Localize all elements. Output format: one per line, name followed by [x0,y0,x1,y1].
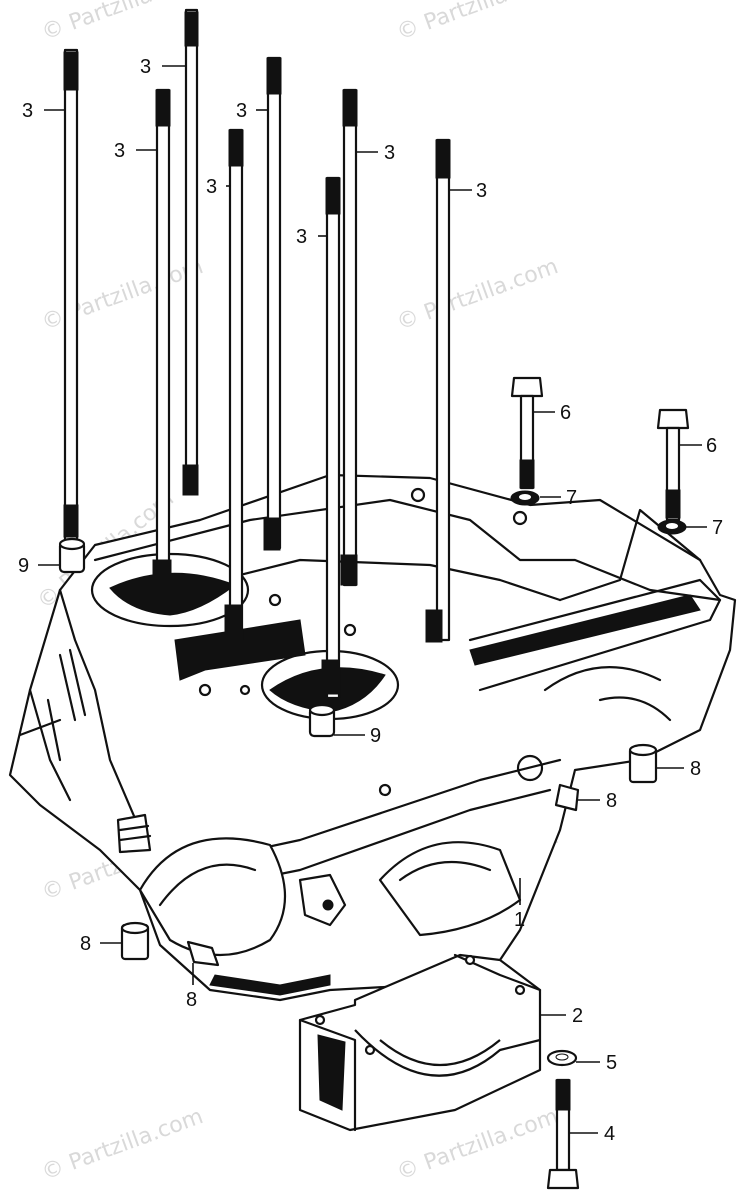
callout-stud: 3 [296,226,307,248]
watermark: © Partzilla.com [39,254,207,336]
stud [224,128,244,644]
callout-bearing-cap: 2 [572,1005,583,1027]
callout-stud: 3 [384,142,395,164]
dowel-right-loose [628,743,658,784]
washer-upper-right [657,519,687,535]
callouts: 3 3 3 3 3 3 3 3 9 9 6 6 7 7 8 8 1 8 8 2 … [18,56,723,1145]
callout-bolt-upper: 6 [560,402,571,424]
stud [152,88,172,593]
washer-upper-left [510,490,540,506]
bearing-cap [298,953,542,1132]
callout-ring-dowel: 9 [18,555,29,577]
stud [340,88,358,587]
stud [321,176,341,700]
callout-stud: 3 [140,56,151,78]
stud [263,56,282,551]
ring-dowel-right [308,703,336,738]
callout-dowel: 8 [186,989,197,1011]
callout-bolt-long: 4 [604,1123,615,1145]
leader-lines [38,65,707,1134]
callout-stud: 3 [114,140,125,162]
callout-stud: 3 [476,180,487,202]
callout-stud: 3 [236,100,247,122]
bolt-upper-left [510,376,544,490]
watermark: © Partzilla.com [39,1104,207,1186]
callout-dowel: 8 [606,790,617,812]
ring-dowel-left [58,537,86,574]
callout-crankcase: 1 [514,909,525,931]
main-journal-rear [378,841,522,937]
stud [425,138,451,643]
callout-bolt-upper: 6 [706,435,717,457]
dowel-left-loose [120,921,150,961]
callout-washer-upper: 7 [712,517,723,539]
watermark: © Partzilla.com [394,254,562,336]
bolt-long [546,1078,580,1190]
studs [63,8,451,700]
dowel-left-installed [186,940,220,967]
callout-stud: 3 [206,176,217,198]
crankcase [8,473,737,1002]
callout-stud: 3 [22,100,33,122]
callout-dowel: 8 [80,933,91,955]
watermark: © Partzilla.com [394,0,562,46]
callout-washer-small: 5 [606,1052,617,1074]
stud [182,8,199,496]
watermark: © Partzilla.com [39,0,207,46]
dowel-right-installed [554,783,580,812]
bolt-upper-right [656,408,690,522]
stud [63,48,79,542]
callout-dowel: 8 [690,758,701,780]
washer-small [546,1049,578,1067]
callout-ring-dowel: 9 [370,725,381,747]
callout-washer-upper: 7 [566,487,577,509]
